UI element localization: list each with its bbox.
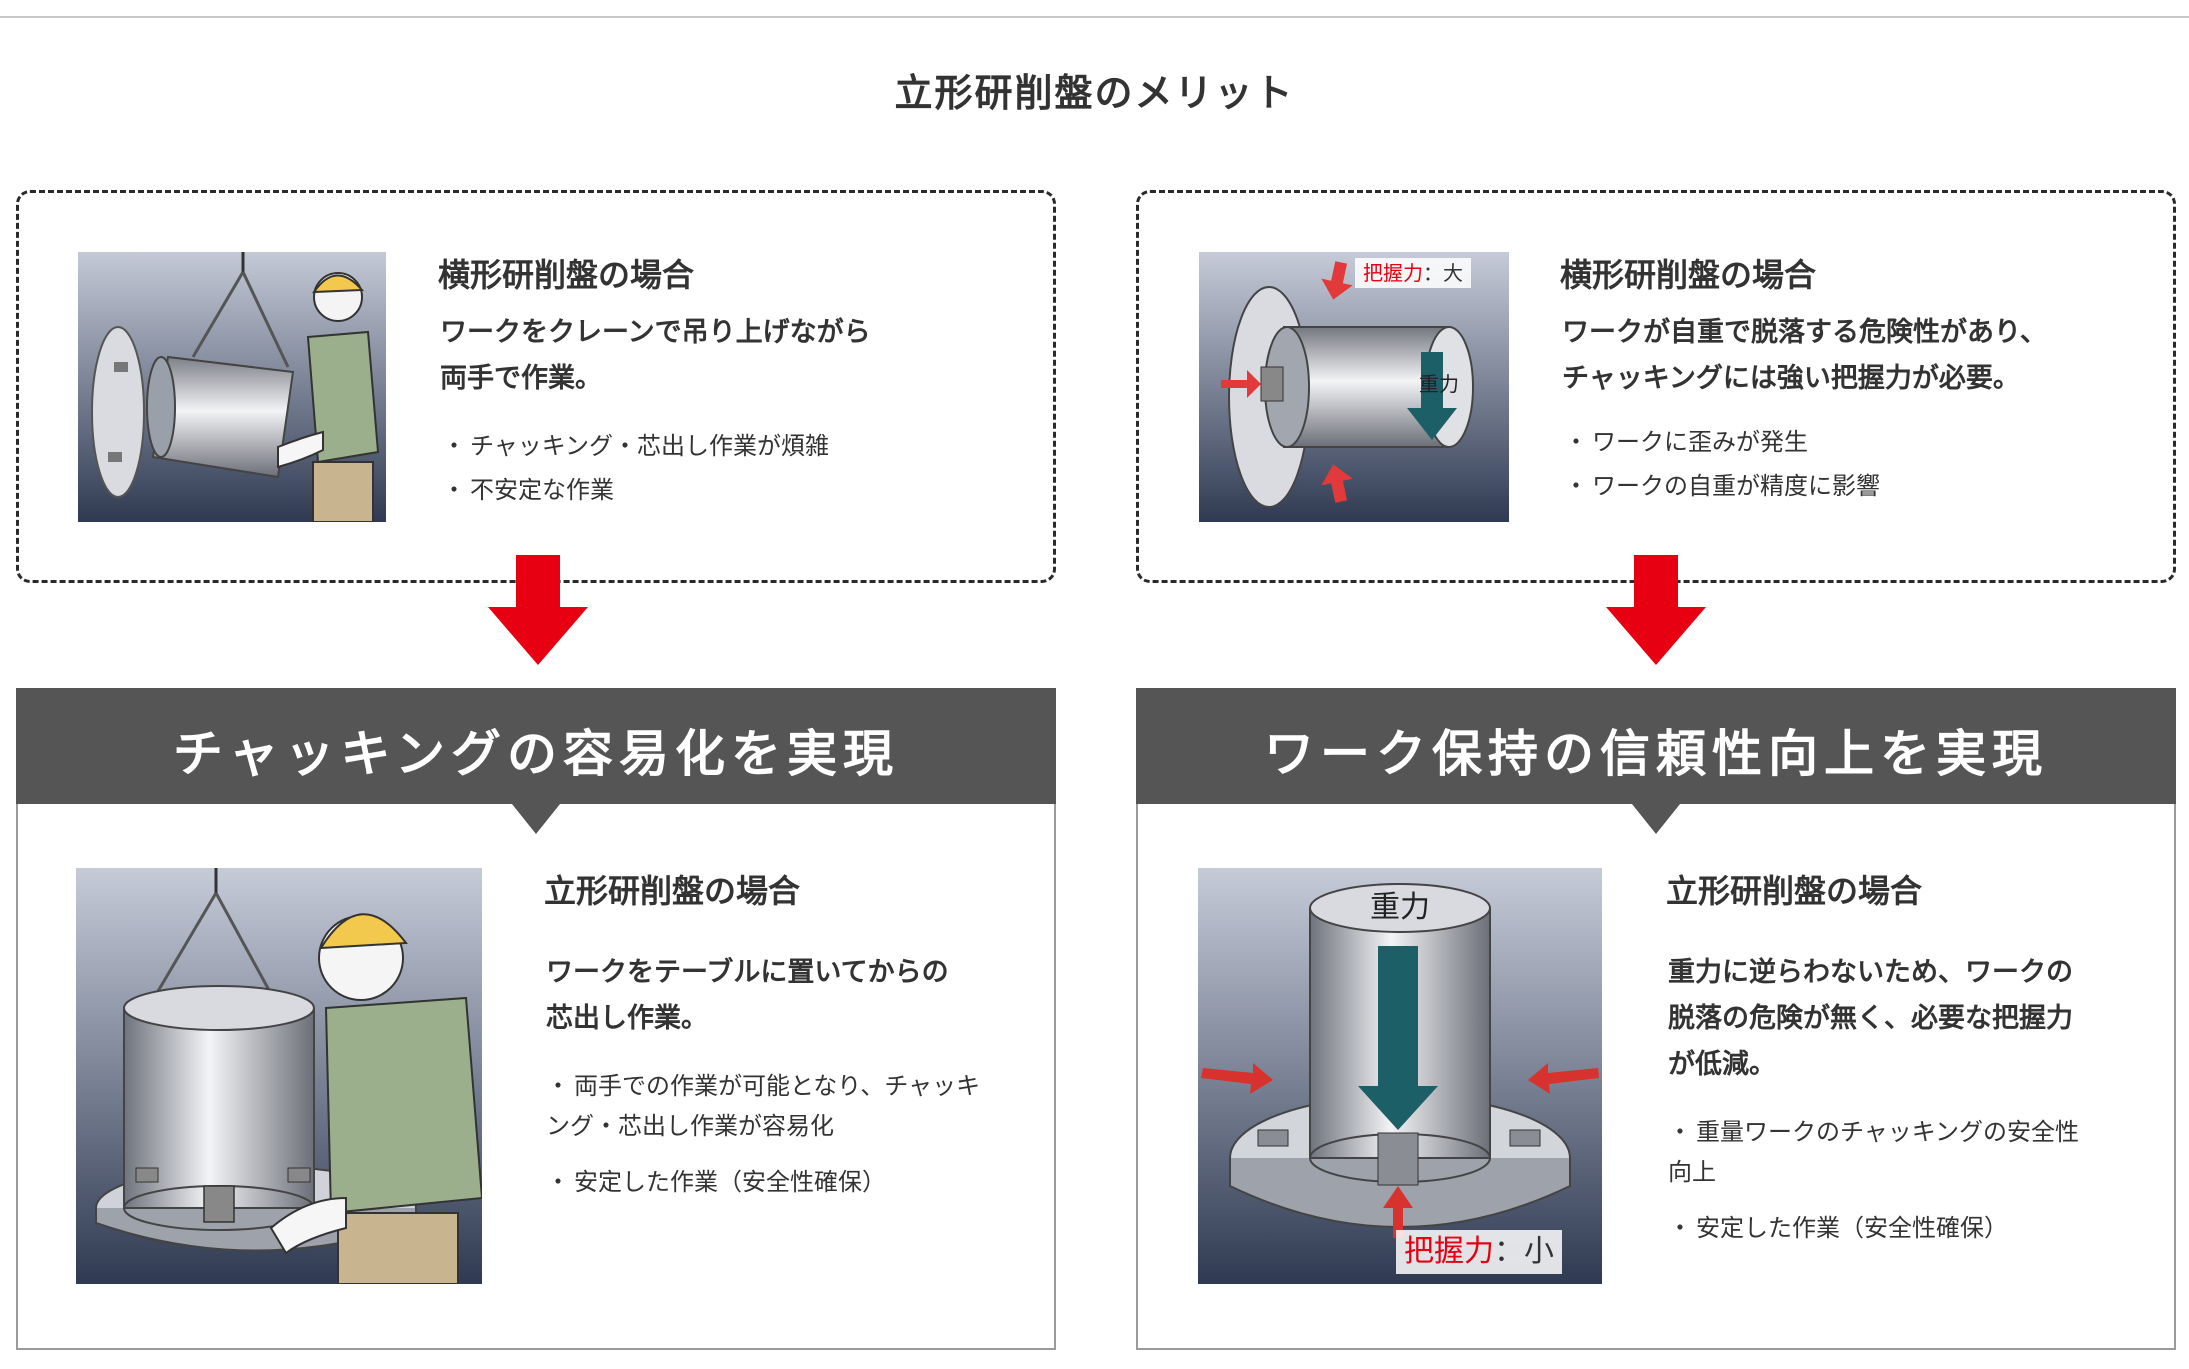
grip-force-weak-label: 把握力：小 — [1396, 1230, 1562, 1274]
left-banner-notch — [512, 804, 560, 834]
left-top-heading: 横形研削盤の場合 — [438, 256, 695, 294]
grip-force-term: 把握力 — [1363, 261, 1423, 285]
grip-force-weak-term: 把握力 — [1404, 1234, 1494, 1269]
left-top-description: ワークをクレーンで吊り上げながら 両手で作業。 — [440, 317, 871, 394]
horizontal-grip-force-illustration: 把握力：大 重力 — [1199, 252, 1509, 522]
grip-force-separator: ： — [1423, 261, 1443, 285]
right-bottom-heading: 立形研削盤の場合 — [1666, 872, 1923, 910]
right-banner-notch — [1632, 804, 1680, 834]
right-bottom-description: 重力に逆らわないため、ワークの 脱落の危険が無く、必要な把握力 が低減。 — [1668, 957, 2073, 1080]
left-bottom-heading: 立形研削盤の場合 — [544, 872, 801, 910]
left-top-bullet-2: ・不安定な作業 — [442, 476, 614, 504]
right-bottom-bullet-2: ・安定した作業（安全性確保） — [1668, 1214, 2008, 1242]
grip-force-weak-value: 小 — [1524, 1234, 1554, 1269]
right-top-description: ワークが自重で脱落する危険性があり、 チャッキングには強い把握力が必要。 — [1562, 317, 2047, 394]
right-banner: ワーク保持の信頼性向上を実現 — [1136, 688, 2176, 834]
right-top-bullet-2: ・ワークの自重が精度に影響 — [1564, 472, 1880, 500]
right-bottom-bullet-1: ・重量ワークのチャッキングの安全性 向上 — [1668, 1118, 2080, 1186]
page-title: 立形研削盤のメリット — [894, 71, 1295, 115]
right-down-arrow — [1606, 555, 1706, 665]
right-top-bullet-1: ・ワークに歪みが発生 — [1564, 428, 1808, 456]
left-bottom-bullet-1: ・両手での作業が可能となり、チャッキ ング・芯出し作業が容易化 — [546, 1072, 981, 1140]
right-top-heading: 横形研削盤の場合 — [1560, 256, 1817, 294]
top-divider — [0, 16, 2189, 18]
left-bottom-description: ワークをテーブルに置いてからの 芯出し作業。 — [546, 957, 949, 1034]
vertical-chucking-illustration — [76, 868, 482, 1284]
horizontal-chucking-illustration — [78, 252, 386, 522]
vertical-grip-force-illustration: 重力 把握力：小 — [1198, 868, 1602, 1284]
grip-force-strong-label: 把握力：大 — [1355, 258, 1471, 288]
left-top-bullet-1: ・チャッキング・芯出し作業が煩雑 — [442, 432, 830, 460]
left-banner: チャッキングの容易化を実現 — [16, 688, 1056, 834]
grip-force-weak-separator: ： — [1494, 1234, 1524, 1269]
right-banner-title: ワーク保持の信頼性向上を実現 — [1264, 725, 2048, 783]
left-down-arrow — [488, 555, 588, 665]
left-bottom-bullet-2: ・安定した作業（安全性確保） — [546, 1168, 886, 1196]
gravity-label-large: 重力 — [1370, 890, 1430, 925]
gravity-label-small: 重力 — [1419, 372, 1459, 396]
grip-force-value: 大 — [1443, 261, 1463, 285]
left-banner-title: チャッキングの容易化を実現 — [173, 725, 899, 783]
